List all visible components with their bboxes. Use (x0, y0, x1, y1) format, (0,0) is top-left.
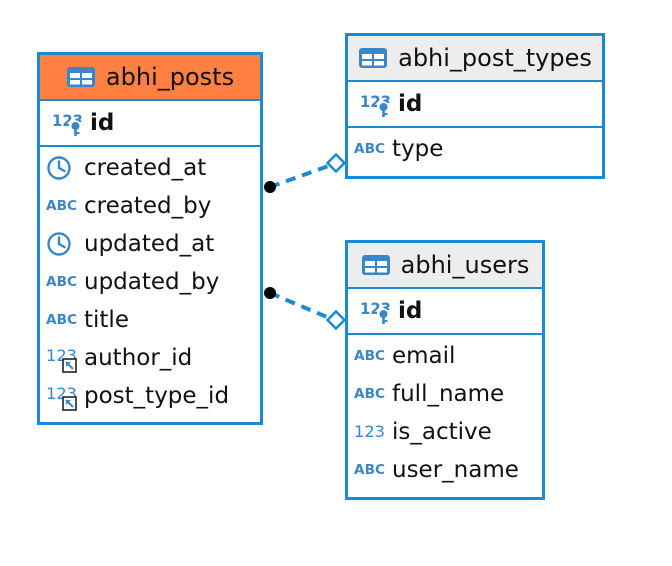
column-row[interactable]: ABC full_name (348, 375, 542, 413)
numeric-key-icon: 123 (360, 298, 391, 325)
svg-text:ABC: ABC (46, 275, 77, 290)
text-icon: ABC (354, 343, 385, 369)
column-name: title (84, 307, 129, 333)
column-name: id (398, 298, 423, 324)
svg-text:ABC: ABC (354, 142, 385, 157)
relationship-source-dot (264, 287, 276, 299)
entity-title: abhi_users (400, 251, 530, 279)
column-name: is_active (392, 419, 492, 445)
primary-key-section: 123 id (348, 82, 602, 128)
column-name: full_name (392, 381, 505, 407)
numeric-key-icon: 123 (360, 91, 391, 118)
column-name: created_at (84, 155, 207, 181)
relationship-posts-users[interactable] (264, 287, 347, 331)
column-row[interactable]: ABC created_by (40, 187, 260, 225)
column-row[interactable]: ABC user_name (348, 451, 542, 489)
column-name: type (392, 136, 444, 162)
numeric-icon: 123 (354, 419, 385, 445)
entity-abhi-post-types[interactable]: abhi_post_types 123 id ABC type (345, 33, 605, 179)
column-row[interactable]: ABC title (40, 301, 260, 339)
text-icon: ABC (46, 307, 77, 333)
text-icon: ABC (46, 193, 77, 219)
entity-header[interactable]: abhi_posts (40, 55, 260, 101)
column-row[interactable]: ABC type (348, 130, 602, 168)
svg-text:ABC: ABC (354, 387, 385, 402)
column-row[interactable]: ABC updated_by (40, 263, 260, 301)
column-name: created_by (84, 193, 212, 219)
svg-text:ABC: ABC (354, 463, 385, 478)
entity-title: abhi_post_types (398, 44, 592, 72)
column-row[interactable]: updated_at (40, 225, 260, 263)
numeric-fk-icon: 123 (46, 345, 77, 373)
text-icon: ABC (354, 136, 385, 162)
relationship-target-diamond (325, 152, 347, 174)
clock-icon (46, 155, 76, 181)
entity-header[interactable]: abhi_users (348, 243, 542, 289)
table-icon (66, 66, 96, 88)
column-row[interactable]: 123 id (354, 91, 423, 118)
relationship-posts-post-types[interactable] (264, 152, 347, 193)
columns-section: ABC type (348, 128, 602, 172)
table-icon (361, 254, 391, 276)
primary-key-section: 123 id (348, 289, 542, 335)
relationship-target-diamond (325, 309, 347, 331)
svg-text:ABC: ABC (46, 313, 77, 328)
column-name: updated_by (84, 269, 220, 295)
clock-icon (46, 231, 76, 257)
column-row[interactable]: 123 id (354, 298, 423, 325)
column-name: post_type_id (84, 383, 230, 409)
svg-text:ABC: ABC (354, 349, 385, 364)
column-name: id (90, 110, 115, 136)
svg-text:123: 123 (354, 422, 385, 441)
entity-title: abhi_posts (105, 63, 235, 91)
relationship-source-dot (264, 181, 276, 193)
text-icon: ABC (354, 381, 385, 407)
column-row[interactable]: ABC email (348, 337, 542, 375)
text-icon: ABC (354, 457, 385, 483)
column-name: email (392, 343, 456, 369)
numeric-key-icon: 123 (52, 110, 83, 137)
primary-key-section: 123 id (40, 101, 260, 147)
column-row[interactable]: 123 id (46, 110, 115, 137)
entity-header[interactable]: abhi_post_types (348, 36, 602, 82)
column-row[interactable]: 123 author_id (40, 339, 260, 377)
column-row[interactable]: 123 is_active (348, 413, 542, 451)
table-icon (358, 47, 388, 69)
svg-text:ABC: ABC (46, 199, 77, 214)
column-name: id (398, 91, 423, 117)
text-icon: ABC (46, 269, 77, 295)
numeric-fk-icon: 123 (46, 383, 77, 411)
column-name: updated_at (84, 231, 215, 257)
column-name: author_id (84, 345, 193, 371)
column-row[interactable]: created_at (40, 149, 260, 187)
column-name: user_name (392, 457, 519, 483)
column-row[interactable]: 123 post_type_id (40, 377, 260, 415)
